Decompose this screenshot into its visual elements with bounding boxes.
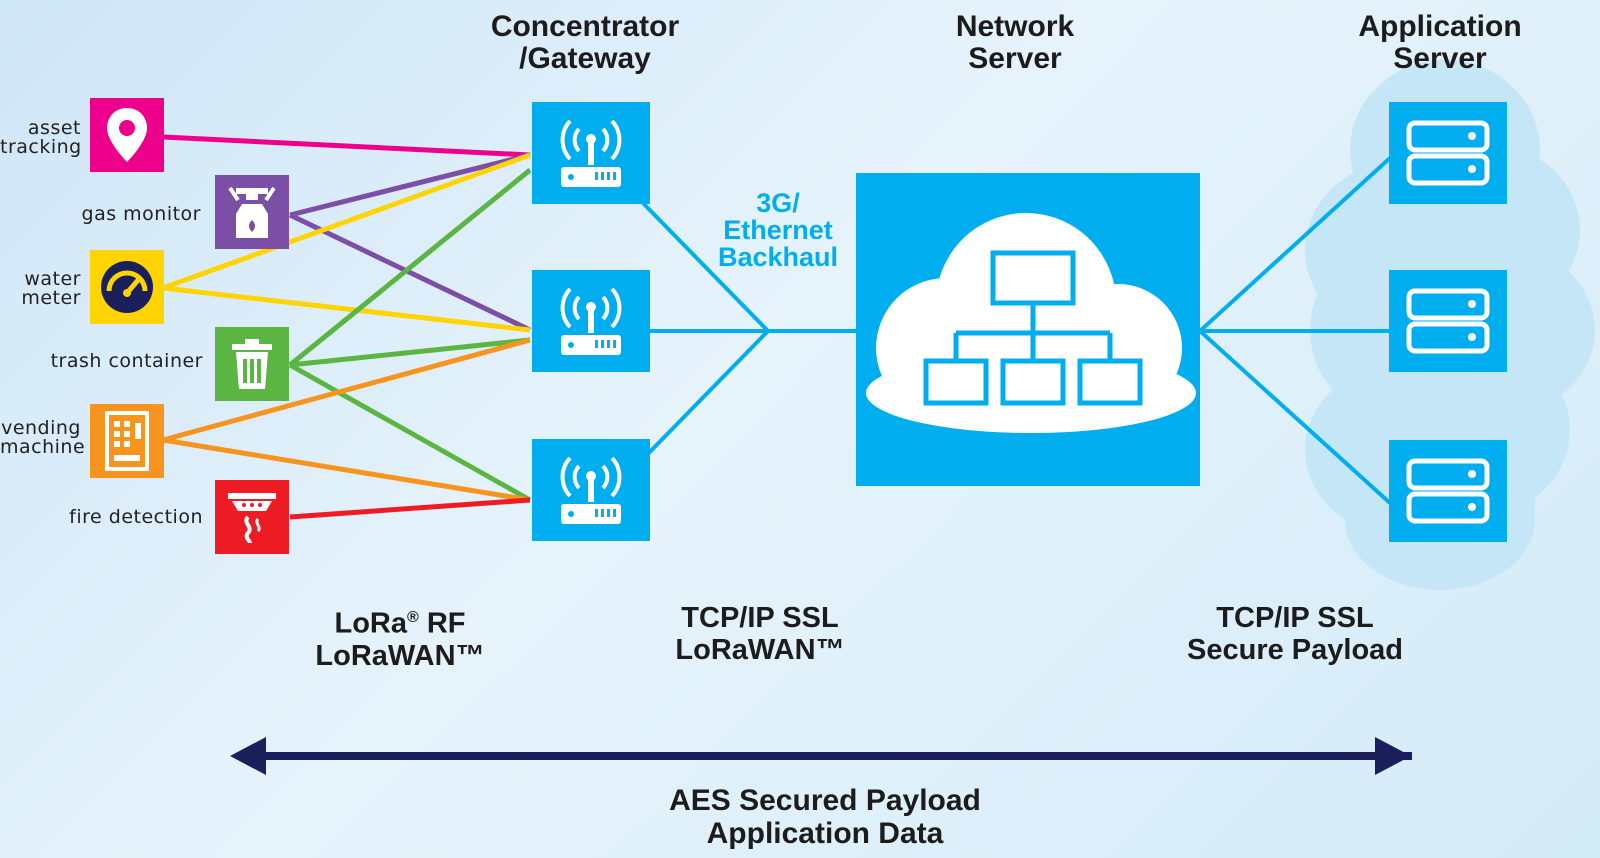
device-label-fire-detection: fire detection: [69, 506, 203, 528]
header-network-server: Network Server: [955, 10, 1075, 75]
header-gateway: Concentrator /Gateway: [490, 10, 680, 75]
vending-machine-icon: [90, 404, 164, 478]
device-label-asset-tracking: asset tracking: [0, 117, 82, 158]
backhaul-label: 3G/ Ethernet Backhaul: [717, 188, 839, 272]
backhaul-links: [638, 198, 856, 464]
wireless-router-icon: [560, 456, 622, 524]
gateway-2[interactable]: [532, 270, 650, 372]
gateway-3[interactable]: [532, 439, 650, 541]
aes-double-arrow: [230, 737, 1412, 775]
aes-label: AES Secured Payload Application Data: [600, 784, 1050, 850]
server-icon: [1406, 458, 1490, 524]
map-pin-icon: [90, 98, 164, 172]
link-vending-gw3: [162, 437, 531, 503]
app-links: [1198, 156, 1392, 505]
link-water-gw2: [162, 285, 531, 333]
device-label-gas-monitor: gas monitor: [81, 203, 201, 225]
link-asset-gw1: [162, 134, 531, 158]
link-vending-gw2: [162, 337, 531, 443]
link-trash-gw2: [289, 337, 531, 368]
rf-links: [162, 134, 532, 520]
application-server-1[interactable]: [1389, 102, 1507, 204]
network-server[interactable]: [856, 173, 1200, 486]
server-icon: [1406, 288, 1490, 354]
protocol-rf-line2: LoRaWAN™: [315, 639, 485, 672]
application-server-3[interactable]: [1389, 440, 1507, 542]
gas-canister-icon: [215, 175, 289, 249]
device-label-water-meter: water meter: [21, 268, 81, 309]
device-label-trash-container: trash container: [50, 350, 203, 372]
server-icon: [1406, 120, 1490, 186]
link-gas-gw2: [288, 212, 532, 333]
aes-line2: Application Data: [706, 817, 944, 850]
protocol-app-label: TCP/IP SSL Secure Payload: [1187, 602, 1403, 666]
smoke-detector-icon: [215, 480, 289, 554]
device-label-vending-machine: vending machine: [0, 417, 86, 458]
protocol-rf-suffix: RF: [418, 607, 466, 640]
link-gas-gw1: [289, 152, 531, 218]
cloud-network-icon: [866, 213, 1196, 433]
registered-mark: ®: [406, 609, 419, 626]
link-water-gw1: [162, 152, 531, 291]
wireless-router-icon: [560, 119, 622, 187]
link-fire-gw3: [289, 497, 531, 520]
header-application-server: Application Server: [1358, 10, 1522, 75]
wireless-router-icon: [560, 287, 622, 355]
aes-line1: AES Secured Payload: [669, 784, 981, 817]
link-trash-gw3: [288, 362, 532, 503]
gateway-1[interactable]: [532, 102, 650, 204]
link-trash-gw1: [288, 168, 532, 367]
gauge-icon: [90, 250, 164, 324]
protocol-backhaul-label: TCP/IP SSL LoRaWAN™: [675, 602, 845, 666]
protocol-rf-line1: LoRa: [334, 607, 407, 640]
trash-can-icon: [215, 327, 289, 401]
application-server-2[interactable]: [1389, 270, 1507, 372]
